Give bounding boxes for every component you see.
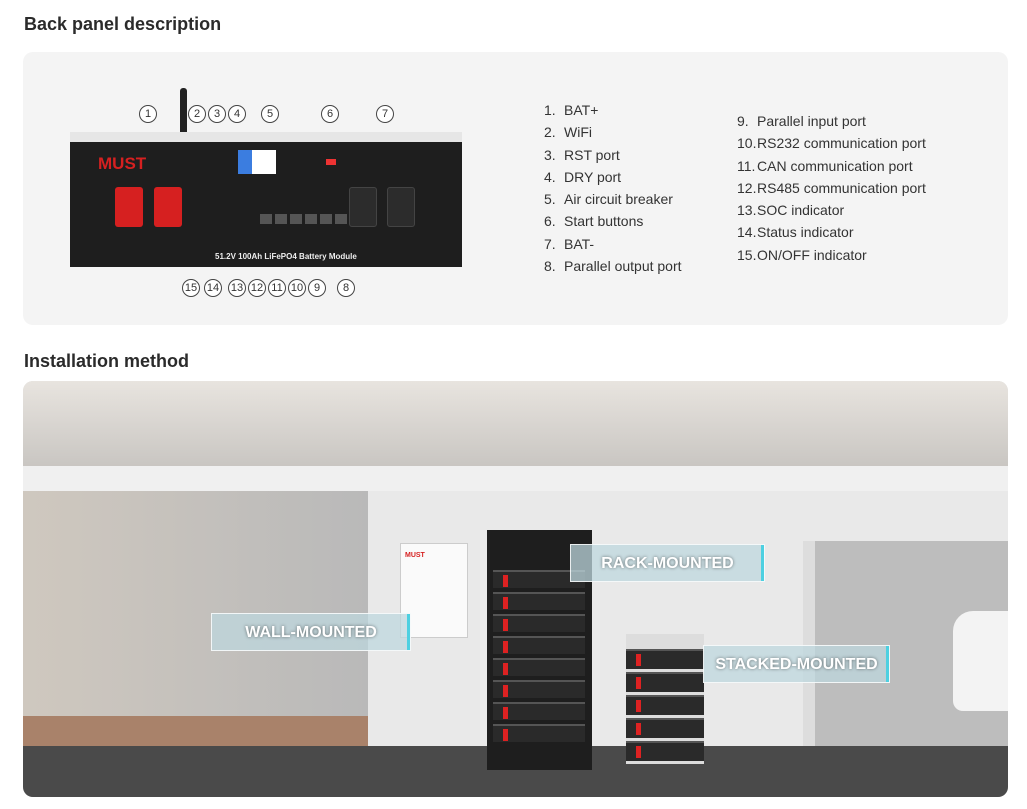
callout: 4	[228, 105, 246, 123]
wooden-step	[23, 716, 368, 746]
list-item: 2.WiFi	[544, 124, 592, 141]
bat-minus-terminal	[387, 187, 415, 227]
callout: 3	[208, 105, 226, 123]
callout: 8	[337, 279, 355, 297]
list-item: 7.BAT-	[544, 235, 595, 252]
upper-balcony	[23, 381, 1008, 466]
back-panel-title: Back panel description	[24, 14, 222, 34]
callout: 9	[308, 279, 326, 297]
car	[953, 611, 1008, 711]
callout: 5	[261, 105, 279, 123]
port-list-1: 1.BAT+ 2.WiFi 3.RST port 4.DRY port 5.Ai…	[544, 99, 682, 277]
bat-minus-terminal	[349, 187, 377, 227]
brand-logo: MUST	[98, 154, 147, 173]
installation-scene: MUST WALL-MOUNTED RACK-MOUNTED STACKED-M…	[23, 381, 1008, 797]
callout: 12	[248, 279, 266, 297]
callout: 1	[139, 105, 157, 123]
air-circuit-breaker	[238, 150, 276, 174]
list-item: 10.RS232 communication port	[737, 135, 926, 152]
back-panel-section: MUST 51.2V 100Ah LiFePO4 Battery Module …	[23, 52, 1008, 325]
bat-plus-terminal	[115, 187, 143, 227]
start-button	[326, 159, 336, 165]
list-item: 11.CAN communication port	[737, 157, 913, 174]
ceiling-slab	[23, 466, 1008, 491]
callout: 13	[228, 279, 246, 297]
callout: 15	[182, 279, 200, 297]
port-list-2: 9.Parallel input port 10.RS232 communica…	[737, 110, 926, 266]
list-item: 3.RST port	[544, 146, 620, 163]
installation-title: Installation method	[24, 351, 190, 371]
callout: 14	[204, 279, 222, 297]
callout: 11	[268, 279, 286, 297]
list-item: 5.Air circuit breaker	[544, 191, 673, 208]
list-item: 15.ON/OFF indicator	[737, 246, 867, 263]
list-item: 12.RS485 communication port	[737, 179, 926, 196]
model-label: 51.2V 100Ah LiFePO4 Battery Module	[215, 252, 357, 261]
list-item: 8.Parallel output port	[544, 258, 682, 275]
list-item: 14.Status indicator	[737, 224, 854, 241]
list-item: 13.SOC indicator	[737, 202, 845, 219]
list-item: 4.DRY port	[544, 168, 622, 185]
list-item: 6.Start buttons	[544, 213, 644, 230]
callout: 6	[321, 105, 339, 123]
callout: 2	[188, 105, 206, 123]
wall-mounted-battery: MUST	[400, 543, 468, 638]
list-item: 1.BAT+	[544, 102, 599, 118]
wall-mounted-label: WALL-MOUNTED	[211, 613, 411, 651]
stacked-mounted-label: STACKED-MOUNTED	[703, 645, 890, 683]
list-item: 9.Parallel input port	[737, 113, 866, 129]
rack-mounted-label: RACK-MOUNTED	[570, 544, 765, 582]
bat-plus-terminal	[154, 187, 182, 227]
comm-ports	[260, 214, 350, 224]
stacked-batteries	[626, 634, 704, 764]
callout: 7	[376, 105, 394, 123]
wifi-antenna	[180, 88, 187, 158]
callout: 10	[288, 279, 306, 297]
